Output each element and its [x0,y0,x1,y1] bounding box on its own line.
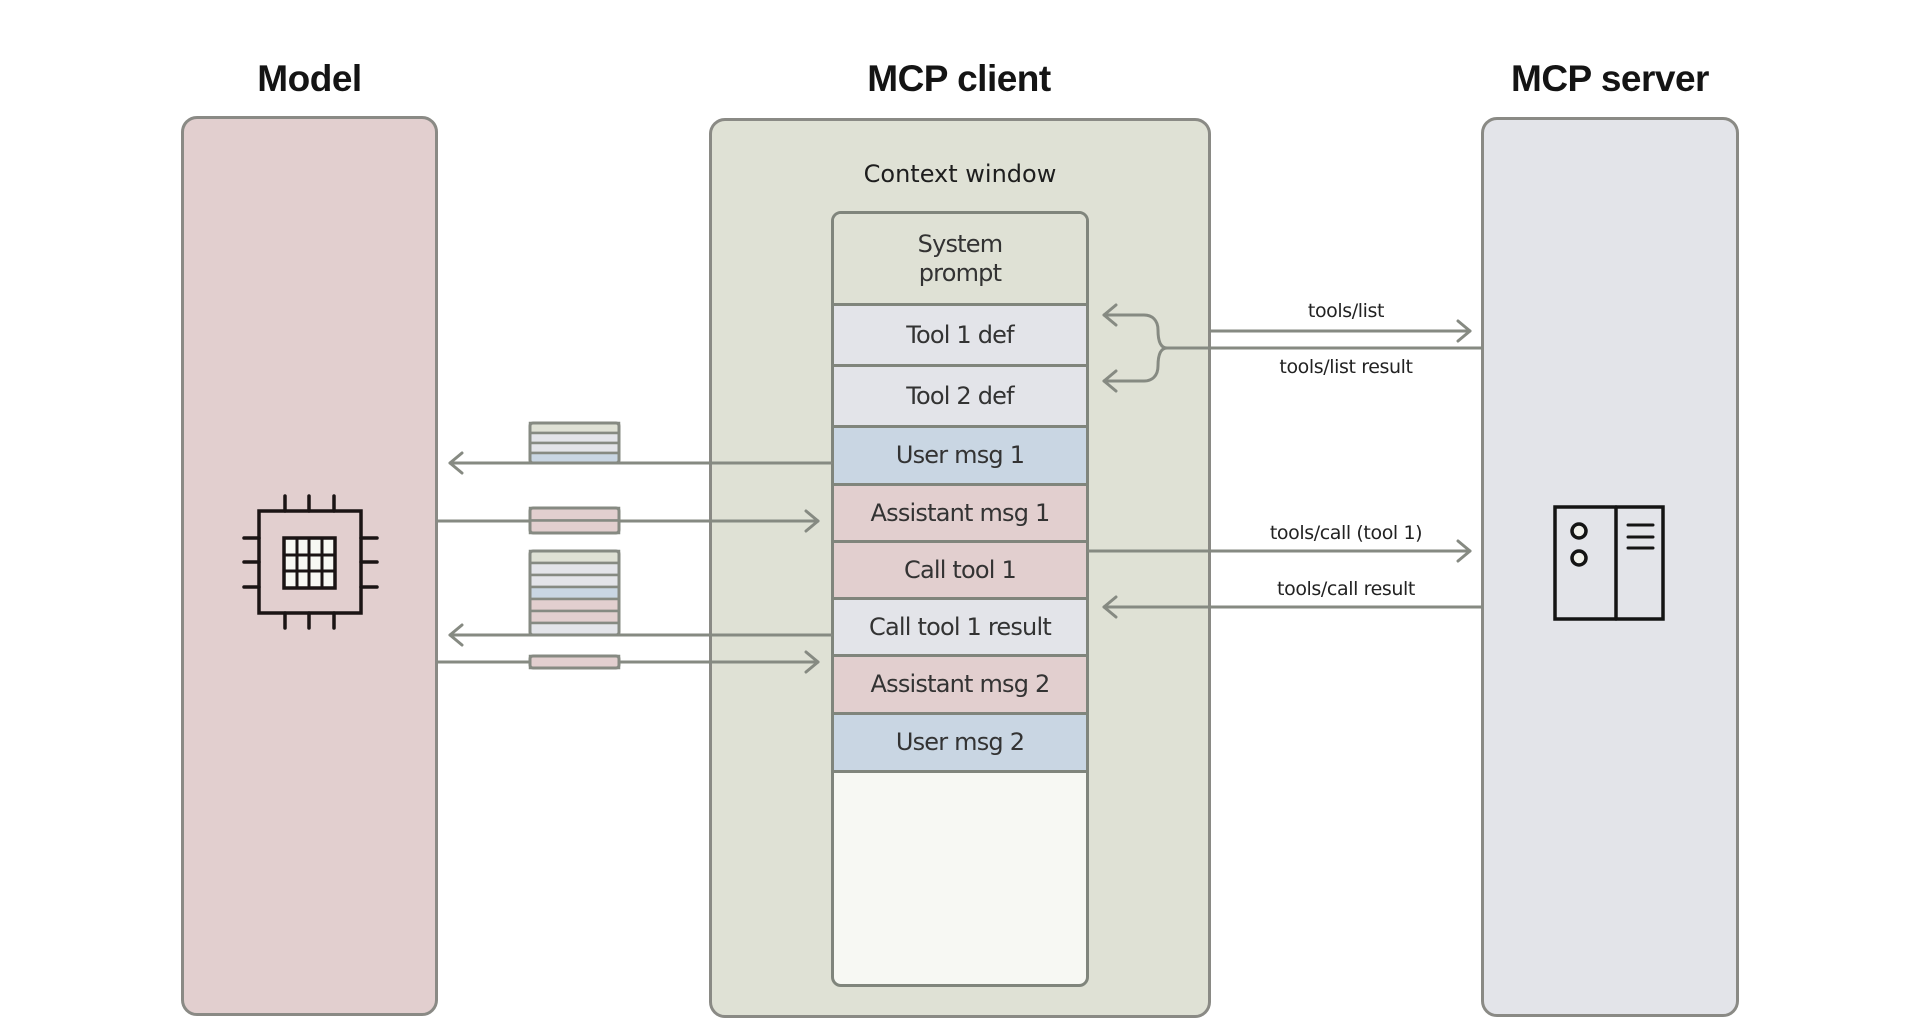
payload-outline [528,421,621,465]
model-title: Model [257,58,362,99]
payload-outline [528,549,621,637]
context-row-assistant-msg-2: Assistant msg 2 [834,657,1086,715]
brace-lower [1102,346,1169,383]
context-row-user-msg-2: User msg 2 [834,715,1086,773]
payload-outline [528,654,621,670]
tools-call-arrowhead [1456,539,1472,563]
payload-row-assistant [528,654,621,670]
payload-stack-1 [528,421,621,465]
payload-row-tool [528,561,621,577]
payload-row-tool [528,573,621,589]
server-icon [1553,505,1665,621]
mcp-client-title: MCP client [867,58,1051,99]
to-client-arrowhead-2 [804,650,820,674]
context-window-stack: System prompt Tool 1 def Tool 2 def User… [831,211,1089,987]
context-row-assistant-msg-1: Assistant msg 1 [834,486,1086,543]
arrowhead-tool-1-def [1102,303,1118,327]
context-row-system-prompt: System prompt [834,214,1086,306]
payload-row-assistant [528,506,621,522]
payload-stack-4 [528,654,621,670]
payload-row-tool [528,621,621,637]
to-client-arrowhead-1 [804,509,820,533]
label-tools-call-result: tools/call result [1277,578,1415,600]
label-tools-call: tools/call (tool 1) [1269,522,1423,544]
chip-icon [242,494,379,630]
context-row-call-tool-1-result: Call tool 1 result [834,600,1086,657]
context-row-tool-2-def: Tool 2 def [834,367,1086,428]
payload-row-assistant [528,597,621,613]
context-row-call-tool-1: Call tool 1 [834,543,1086,600]
arrowhead-tool-2-def [1102,369,1118,393]
payload-row-user [528,585,621,601]
label-tools-list: tools/list [1307,300,1385,322]
payload-row-assistant [528,609,621,625]
payload-row-tool [528,441,621,455]
context-window-title: Context window [863,160,1057,188]
payload-row-assistant [528,519,621,535]
model-panel [181,116,438,1016]
payload-stack-2 [528,506,621,535]
mcp-server-title: MCP server [1511,58,1709,99]
label-tools-list-result: tools/list result [1279,356,1413,378]
to-model-arrowhead-1 [448,451,464,475]
tools-call-result-arrowhead [1102,595,1118,619]
payload-stack-3 [528,549,621,637]
tools-list-arrowhead [1456,319,1472,343]
payload-outline [528,506,621,535]
payload-row-system [528,549,621,565]
payload-row-tool [528,431,621,445]
brace-upper [1102,313,1169,350]
context-row-user-msg-1: User msg 1 [834,428,1086,486]
context-row-tool-1-def: Tool 1 def [834,306,1086,367]
to-model-arrowhead-2 [448,623,464,647]
